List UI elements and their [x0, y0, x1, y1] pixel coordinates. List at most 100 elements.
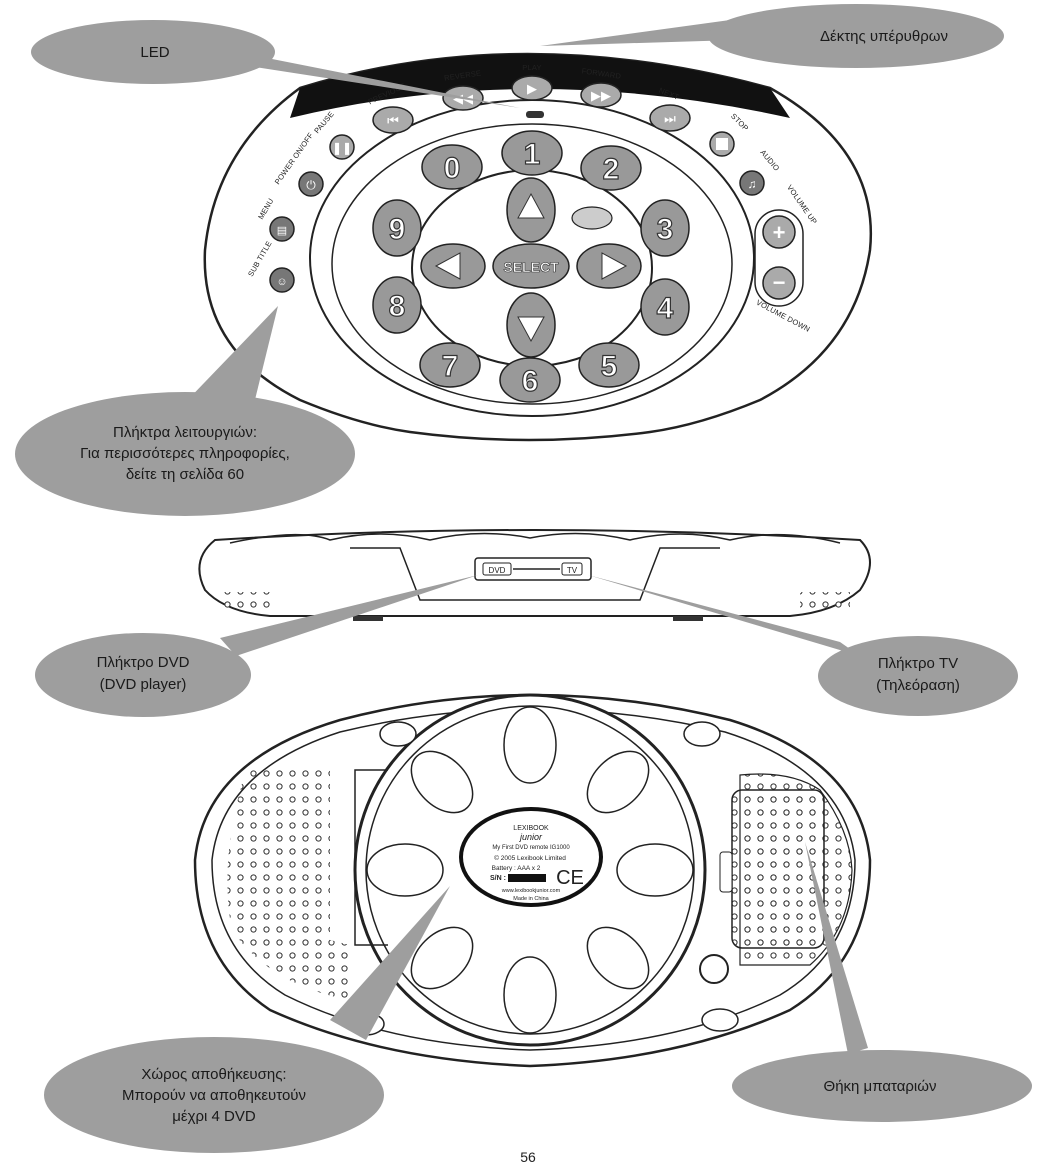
power-button[interactable] [298, 171, 324, 197]
side-view: DVD TV Πλήκτρο DVD (DVD player) Πλήκτρο … [35, 529, 1018, 717]
tv-callout-line2: (Τηλεόραση) [876, 677, 960, 694]
down-arrow-icon [517, 316, 545, 343]
callout-storage: Χώρος αποθήκευσης: Μπορούν να αποθηκευτο… [44, 886, 450, 1153]
left-arrow-icon [434, 252, 461, 280]
previous-icon: ⏮ [387, 113, 399, 128]
next-icon: ⏭ [664, 111, 676, 126]
pause-button[interactable] [329, 134, 355, 160]
play-label: PLAY [522, 63, 541, 72]
select-label: SELECT [503, 259, 559, 275]
callout-tv: Πλήκτρο TV (Τηλεόραση) [588, 575, 1018, 716]
label-sub-brand: junior [519, 832, 543, 842]
speaker-grill-right [800, 592, 850, 608]
callout-battery: Θήκη μπαταριών [732, 842, 1032, 1122]
transport-buttons: ⏮ ◀◀ ▶ ▶▶ ⏭ PREVIOUS REVERSE PLAY FORWAR… [367, 63, 691, 134]
next-button[interactable] [649, 104, 691, 132]
label-url: www.lexibookjunior.com [501, 888, 561, 894]
volume-up-button[interactable] [762, 215, 796, 249]
right-arrow-icon [601, 252, 628, 280]
volume-down-button[interactable] [762, 266, 796, 300]
digit-2-button[interactable] [580, 145, 642, 191]
previous-button[interactable] [372, 106, 414, 134]
ce-mark: CE [556, 867, 584, 889]
digit-0-label: 0 [444, 152, 461, 185]
storage-callout-line2: Μπορούν να αποθηκευτούν [122, 1087, 306, 1104]
tv-switch[interactable] [561, 562, 583, 576]
dvd-switch-label: DVD [489, 566, 506, 575]
stop-icon [716, 138, 728, 150]
fast-forward-icon: ▶▶ [591, 88, 611, 103]
play-icon: ▶ [527, 81, 537, 96]
digit-8-label: 8 [389, 290, 406, 323]
d-pad: SELECT [420, 177, 642, 358]
disc-holder-petals [366, 706, 694, 1034]
digit-3-button[interactable] [640, 199, 690, 257]
callout-led: LED [31, 20, 520, 108]
function-keys-callout-line2: Για περισσότερες πληροφορίες, [80, 445, 290, 462]
tv-switch-label: TV [567, 566, 578, 575]
pause-icon: ❚❚ [332, 141, 352, 155]
digit-7-button[interactable] [419, 342, 481, 388]
product-label: LEXIBOOK junior My First DVD remote IG10… [459, 807, 603, 907]
function-keys-callout-line3: δείτε τη σελίδα 60 [126, 466, 244, 483]
bottom-view: LEXIBOOK junior My First DVD remote IG10… [44, 693, 1032, 1153]
speaker-icon [699, 954, 729, 984]
digit-1-label: 1 [524, 138, 541, 171]
subtitle-button[interactable] [269, 267, 295, 293]
dvd-callout-line1: Πλήκτρο DVD [97, 654, 190, 671]
keypad-inner-ring [331, 123, 733, 405]
callout-dvd: Πλήκτρο DVD (DVD player) [35, 575, 478, 717]
select-button[interactable] [492, 243, 570, 289]
page-number: 56 [520, 1149, 536, 1165]
up-arrow-icon [517, 192, 545, 219]
tv-callout-line1: Πλήκτρο TV [878, 655, 958, 672]
label-battery: Battery : AAA x 2 [492, 865, 541, 872]
storage-callout-line3: μέχρι 4 DVD [172, 1108, 256, 1125]
battery-callout: Θήκη μπαταριών [824, 1078, 937, 1095]
label-copyright: © 2005 Lexibook Limited [494, 854, 566, 862]
label-model: My First DVD remote IG1000 [492, 845, 570, 851]
digit-6-label: 6 [522, 365, 539, 398]
brand-badge-icon [571, 206, 613, 230]
digit-2-label: 2 [603, 153, 620, 186]
top-view: ⏮ ◀◀ ▶ ▶▶ ⏭ PREVIOUS REVERSE PLAY FORWAR… [15, 4, 1004, 516]
right-function-buttons: STOP ♫ AUDIO + − VOLUME UP VOLUME DOWN [709, 112, 819, 334]
label-origin: Made in China [513, 896, 549, 902]
dvd-switch[interactable] [482, 562, 512, 576]
function-keys-callout-line1: Πλήκτρα λειτουργιών: [113, 424, 257, 441]
number-keys: 0 1 2 3 4 5 6 7 8 9 [372, 130, 690, 403]
music-note-icon: ♫ [748, 177, 757, 191]
digit-4-label: 4 [657, 292, 674, 325]
play-button[interactable] [511, 75, 553, 101]
storage-callout-line1: Χώρος αποθήκευσης: [141, 1066, 286, 1083]
digit-9-button[interactable] [372, 199, 422, 257]
callout-ir: Δέκτης υπέρυθρων [540, 4, 1004, 68]
menu-icon: ▤ [277, 225, 287, 237]
digit-4-button[interactable] [640, 278, 690, 336]
label-brand: LEXIBOOK [513, 825, 549, 832]
digit-7-label: 7 [442, 350, 459, 383]
digit-8-button[interactable] [372, 276, 422, 334]
led-indicator [526, 111, 544, 118]
digit-5-button[interactable] [578, 342, 640, 388]
digit-1-button[interactable] [501, 130, 563, 176]
speaker-grill-left [222, 592, 272, 608]
digit-5-label: 5 [601, 350, 618, 383]
digit-0-button[interactable] [421, 144, 483, 190]
digit-6-button[interactable] [499, 357, 561, 403]
label-sn: S/N : [490, 875, 506, 882]
ir-receiver-callout: Δέκτης υπέρυθρων [820, 28, 948, 45]
audio-button[interactable] [739, 170, 765, 196]
digit-9-label: 9 [389, 213, 406, 246]
digit-3-label: 3 [657, 213, 674, 246]
minus-icon: − [773, 270, 786, 295]
power-icon: ⏻ [306, 178, 316, 192]
led-callout: LED [140, 44, 169, 61]
battery-compartment-door[interactable] [731, 789, 825, 949]
plus-icon: + [773, 220, 786, 245]
menu-button[interactable] [269, 216, 295, 242]
speaker-grill-bottom-left [227, 770, 350, 1000]
subtitle-icon: ☺ [276, 276, 287, 288]
forward-button[interactable] [580, 82, 622, 108]
